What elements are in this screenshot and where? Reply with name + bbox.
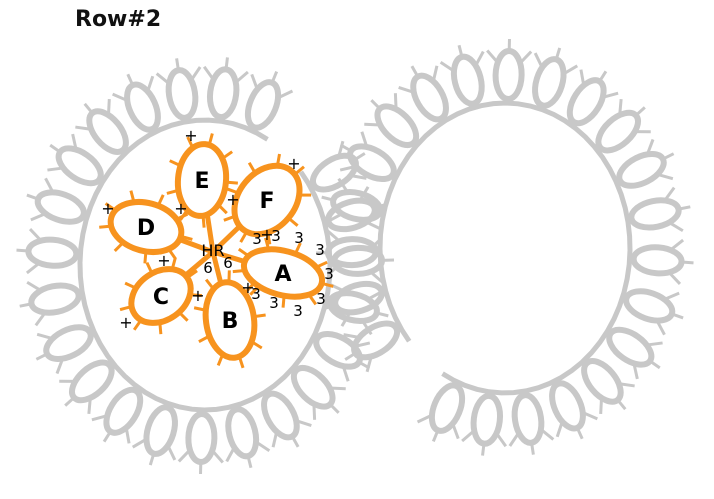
join-marker: + [157, 251, 170, 270]
ring-e [166, 133, 238, 228]
join-marker: + [287, 154, 300, 173]
base-ring [339, 131, 397, 183]
join-marker: + [241, 278, 254, 297]
join-marker: + [191, 286, 204, 305]
base-row-chain [77, 117, 333, 413]
hr-count: 6 [203, 259, 213, 277]
base-ring [486, 38, 533, 102]
ring-label-a: A [274, 262, 291, 287]
base-ring [532, 47, 579, 109]
base-ring [616, 138, 675, 189]
base-ring [261, 390, 312, 448]
base-ring [16, 228, 80, 275]
base-ring [623, 288, 684, 336]
base-ring [315, 229, 379, 276]
base-ring [112, 73, 161, 133]
base-ring [244, 71, 294, 131]
base-row-figure-eight [16, 38, 694, 475]
base-ring [225, 406, 271, 469]
base-ring [26, 177, 87, 225]
base-ring [508, 392, 555, 455]
base-ring [364, 93, 420, 149]
ring-label-b: B [222, 309, 239, 334]
stitch-count: 3 [294, 229, 304, 247]
stitch-count: 3 [293, 302, 303, 320]
base-ring [35, 324, 94, 375]
base-ring [313, 330, 371, 382]
join-marker: + [260, 225, 273, 244]
base-ring [439, 44, 485, 107]
base-ring [75, 99, 129, 155]
base-ring [343, 320, 401, 373]
join-marker: + [119, 313, 132, 332]
stitch-count: 3 [269, 294, 279, 312]
stitch-count: 3 [324, 265, 334, 283]
base-ring [19, 280, 82, 327]
base-ring [202, 57, 249, 121]
hr-count: 6 [223, 254, 233, 272]
base-ring [628, 186, 691, 233]
ring-label-f: F [259, 189, 274, 214]
ring-a [232, 237, 334, 308]
stitch-count: 3 [252, 230, 262, 248]
ring-label-e: E [194, 169, 209, 194]
base-ring [59, 359, 115, 414]
join-marker: + [184, 126, 197, 145]
base-ring [398, 65, 449, 123]
join-marker: + [174, 199, 187, 218]
base-ring [630, 238, 694, 285]
base-row-chain [377, 100, 633, 396]
stitch-count: 3 [251, 285, 261, 303]
ring-c [119, 257, 203, 335]
join-marker: + [226, 190, 239, 209]
ring-label-c: C [153, 285, 169, 310]
base-ring [323, 280, 385, 327]
ring-f [223, 153, 312, 245]
base-ring [416, 382, 466, 442]
base-ring [321, 177, 384, 223]
stitch-count: 3 [316, 290, 326, 308]
join-marker: + [101, 199, 114, 218]
ring-d [99, 190, 193, 264]
ring-label-d: D [137, 216, 155, 241]
diagram-title: Row#2 [75, 7, 161, 32]
hr-label: HR [201, 241, 224, 260]
stitch-count: 3 [271, 227, 281, 245]
base-ring [155, 58, 202, 121]
base-ring [606, 326, 663, 380]
ring-b [193, 270, 266, 369]
base-ring [566, 69, 619, 127]
base-ring [461, 392, 508, 456]
base-ring [177, 411, 224, 475]
stitch-count: 3 [315, 241, 325, 259]
base-ring [91, 386, 144, 444]
base-ring [595, 99, 651, 154]
base-ring [549, 380, 598, 440]
base-ring [47, 133, 104, 187]
active-row-rings [99, 133, 334, 369]
base-ring [581, 358, 635, 414]
